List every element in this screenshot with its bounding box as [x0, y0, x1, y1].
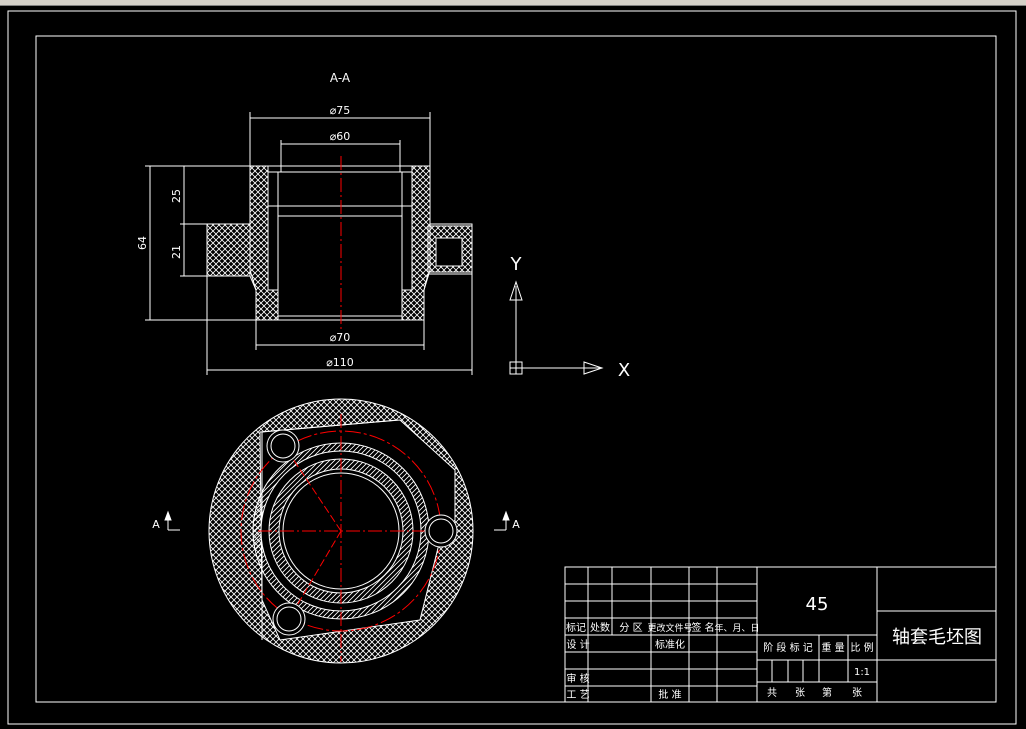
label-process: 工 艺	[566, 689, 589, 701]
ucs-x-label: X	[618, 360, 630, 381]
cut-marker-right-text: A	[512, 518, 520, 531]
window-toolbar-strip	[0, 0, 1026, 6]
label-weight: 重 量	[821, 641, 844, 654]
dim-d70: ⌀70	[255, 320, 425, 350]
label-review: 审 核	[566, 672, 589, 685]
label-standardization: 标准化	[655, 638, 685, 651]
cut-marker-right: A	[494, 510, 520, 531]
label-approve: 批 准	[658, 688, 681, 701]
dim-d70-text: ⌀70	[330, 331, 351, 344]
bolt-radial-1	[284, 446, 342, 532]
cut-marker-left: A	[152, 510, 180, 531]
title-block[interactable]: 标记 处数 分 区 更改文件号 签 名 年、月、日 设 计 标准化 审 核 工 …	[564, 566, 997, 703]
flange-left	[206, 223, 251, 277]
section-view[interactable]: A-A ⌀75 ⌀60	[136, 71, 473, 375]
dim-h25: 25	[170, 166, 207, 225]
dim-h21-text: 21	[170, 245, 183, 259]
hdr-count: 处数	[590, 621, 610, 634]
dim-d110-text: ⌀110	[326, 356, 354, 369]
cut-marker-left-text: A	[152, 518, 160, 531]
hdr-mark: 标记	[566, 622, 586, 634]
hdr-zone: 分 区	[619, 622, 642, 634]
bolt-hole-1[interactable]	[266, 429, 300, 463]
label-stage-mark: 阶 段 标 记	[763, 641, 813, 654]
scale-value: 1:1	[854, 667, 870, 678]
outer-border	[7, 10, 1017, 725]
upper-wall-right	[401, 165, 431, 321]
flange-hole-right	[435, 237, 463, 267]
hdr-date: 年、月、日	[714, 622, 759, 634]
ucs-y-label: Y	[510, 254, 523, 275]
section-label: A-A	[330, 71, 351, 85]
sheets-nth: 第	[822, 686, 832, 699]
drawing-title: 轴套毛坯图	[892, 627, 982, 648]
sheets-unit-1: 张	[795, 687, 805, 699]
cad-viewport[interactable]: A-A ⌀75 ⌀60	[0, 6, 1026, 729]
upper-wall-left	[249, 165, 279, 321]
bolt-hole-2[interactable]	[424, 514, 458, 548]
sheets-unit-2: 张	[852, 687, 862, 699]
ucs-icon: Y X	[509, 254, 630, 381]
dim-h64: 64	[136, 165, 256, 321]
dim-h21: 21	[170, 224, 207, 277]
dim-h25-text: 25	[170, 189, 183, 203]
hdr-sign: 签 名	[691, 621, 714, 634]
inner-border	[35, 35, 997, 703]
dim-d60: ⌀60	[280, 130, 401, 172]
bolt-radial-2	[288, 530, 342, 620]
bolt-hole-3[interactable]	[272, 602, 306, 636]
plan-view[interactable]: A A	[152, 398, 520, 664]
dim-h64-text: 64	[136, 236, 149, 250]
label-design: 设 计	[566, 638, 589, 651]
dim-d75-text: ⌀75	[330, 104, 351, 117]
material: 45	[806, 594, 829, 615]
hdr-change-doc: 更改文件号	[647, 622, 692, 634]
dim-d110: ⌀110	[206, 274, 473, 375]
sheets-total: 共	[767, 687, 777, 699]
dim-d75: ⌀75	[249, 104, 431, 166]
dim-d60-text: ⌀60	[330, 130, 351, 143]
label-scale: 比 例	[850, 641, 873, 654]
